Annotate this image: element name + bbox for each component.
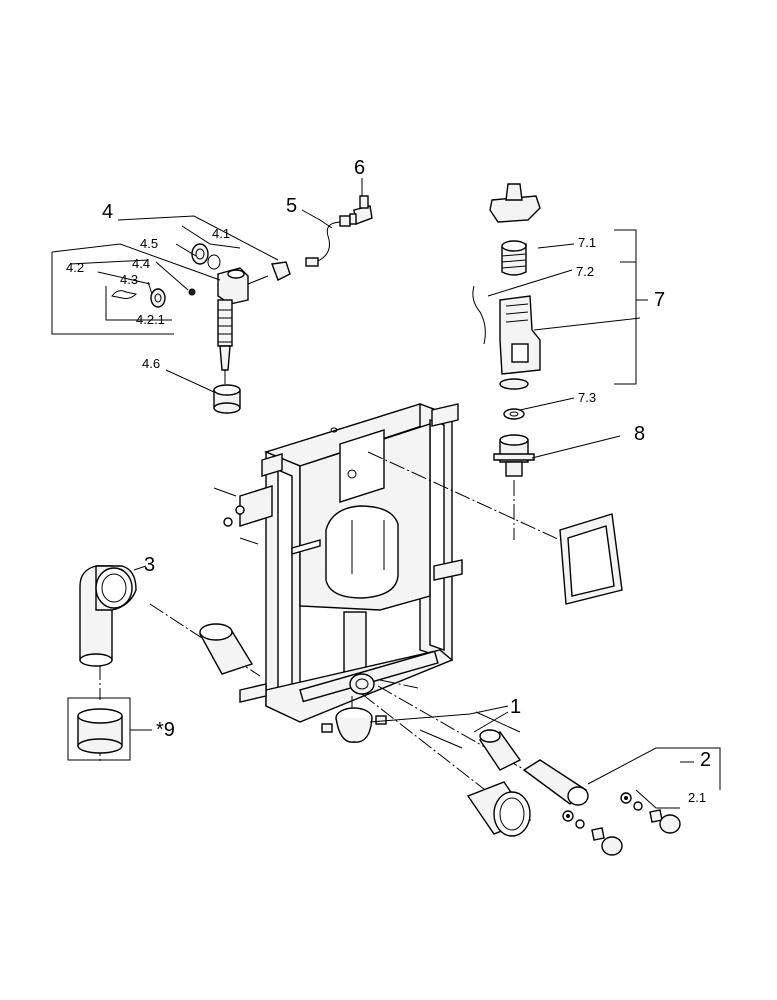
label-7-2: 7.2 <box>576 264 594 279</box>
part-9-item <box>67 697 131 761</box>
label-4-2-1: 4.2.1 <box>136 312 165 327</box>
label-2: 2 <box>700 749 711 771</box>
label-4: 4 <box>102 201 113 223</box>
label-6: 6 <box>354 157 365 179</box>
label-1: 1 <box>510 696 521 718</box>
pan-connector <box>466 781 532 837</box>
part-3-bend-pipe <box>79 565 137 667</box>
part-4-fill-valve <box>111 243 291 414</box>
connector-sleeve <box>198 623 254 675</box>
installation-frame <box>239 402 463 723</box>
label-4-6: 4.6 <box>142 356 160 371</box>
leader-lines <box>51 178 721 809</box>
label-5: 5 <box>286 195 297 217</box>
label-7-3: 7.3 <box>578 390 596 405</box>
label-7: 7 <box>654 289 665 311</box>
label-9: *9 <box>156 719 175 741</box>
label-8: 8 <box>634 423 645 445</box>
label-3: 3 <box>144 554 155 576</box>
part-7-flush-valve <box>472 183 541 420</box>
part-6-angle-valve <box>349 195 373 225</box>
label-4-5: 4.5 <box>140 236 158 251</box>
wall-screws <box>213 487 259 545</box>
label-2-1: 2.1 <box>688 790 706 805</box>
part-1-fixing-kit <box>321 707 522 771</box>
label-4-1: 4.1 <box>212 226 230 241</box>
label-4-3: 4.3 <box>120 272 138 287</box>
part-8-valve-seat <box>493 434 535 477</box>
callout-labels: 1 2 2.1 3 4 4.1 4.2 4.2.1 4.3 4.4 4.5 4.… <box>66 157 711 805</box>
label-4-4: 4.4 <box>132 256 150 271</box>
inspection-cover <box>559 513 623 605</box>
part-5-flexible-hose <box>305 215 351 267</box>
part-2-flush-pipe <box>522 759 681 856</box>
label-7-1: 7.1 <box>578 235 596 250</box>
label-4-2: 4.2 <box>66 260 84 275</box>
